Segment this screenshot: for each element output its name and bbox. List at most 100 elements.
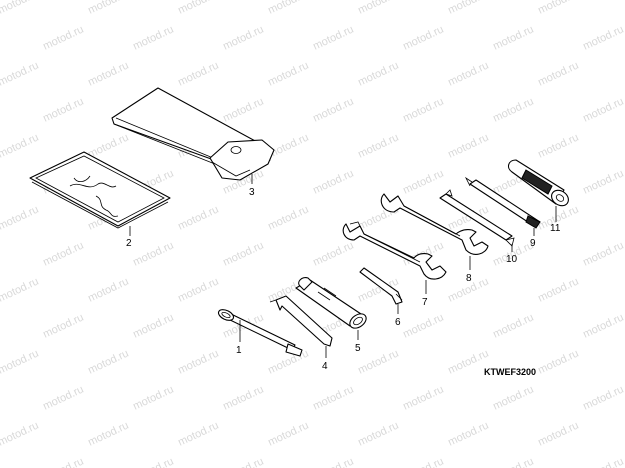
screwdriver-grip-part-11 xyxy=(507,159,569,207)
watermark-text: motod.ru xyxy=(491,95,535,124)
watermark-text: motod.ru xyxy=(0,275,41,304)
screwdriver-bit-part-9 xyxy=(464,176,541,229)
watermark-text: motod.ru xyxy=(536,275,580,304)
watermark-text: motod.ru xyxy=(491,383,535,412)
callout-8: 8 xyxy=(466,273,472,284)
watermark-text: motod.ru xyxy=(446,131,490,160)
watermark-text: motod.ru xyxy=(356,347,400,376)
callout-1: 1 xyxy=(236,345,242,356)
watermark-text: motod.ru xyxy=(491,311,535,340)
watermark-text: motod.ru xyxy=(131,383,175,412)
watermark-text: motod.ru xyxy=(86,347,130,376)
watermark-text: motod.ru xyxy=(536,419,580,448)
watermark-text: motod.ru xyxy=(86,419,130,448)
watermark-text: motod.ru xyxy=(221,23,265,52)
watermark-text: motod.ru xyxy=(311,383,355,412)
callout-7: 7 xyxy=(422,297,428,308)
watermark-text: motod.ru xyxy=(266,59,310,88)
watermark-text: motod.ru xyxy=(446,59,490,88)
watermark-text: motod.ru xyxy=(536,0,580,17)
spark-plug-wrench-part-5 xyxy=(295,277,367,329)
watermark-text: motod.ru xyxy=(176,419,220,448)
watermark-text: motod.ru xyxy=(401,455,445,468)
watermark-text: motod.ru xyxy=(221,239,265,268)
tool-bag-part-3 xyxy=(111,87,275,181)
callout-3: 3 xyxy=(249,187,255,198)
callout-5: 5 xyxy=(355,343,361,354)
watermark-text: motod.ru xyxy=(536,131,580,160)
watermark-text: motod.ru xyxy=(41,23,85,52)
diagram-code: KTWEF3200 xyxy=(484,367,536,377)
watermark-text: motod.ru xyxy=(0,347,41,376)
watermark-text: motod.ru xyxy=(266,131,310,160)
watermark-text: motod.ru xyxy=(401,383,445,412)
watermark-text: motod.ru xyxy=(581,311,625,340)
open-end-wrench-part-7 xyxy=(342,221,447,280)
watermark-text: motod.ru xyxy=(266,419,310,448)
watermark-text: motod.ru xyxy=(266,0,310,17)
watermark-text: motod.ru xyxy=(131,455,175,468)
watermark-text: motod.ru xyxy=(401,311,445,340)
watermark-text: motod.ru xyxy=(221,95,265,124)
watermark-text: motod.ru xyxy=(221,455,265,468)
watermark-text: motod.ru xyxy=(311,95,355,124)
open-end-wrench-part-8 xyxy=(380,193,489,255)
watermark-text: motod.ru xyxy=(131,239,175,268)
watermark-text: motod.ru xyxy=(176,347,220,376)
callout-2: 2 xyxy=(126,238,132,249)
watermark-text: motod.ru xyxy=(401,167,445,196)
handle-part-1 xyxy=(217,309,303,357)
callout-labels: 1 2 3 4 5 6 7 8 9 10 11 xyxy=(126,187,561,372)
watermark-text: motod.ru xyxy=(356,59,400,88)
watermark-text: motod.ru xyxy=(41,95,85,124)
watermark-text: motod.ru xyxy=(0,131,41,160)
watermark-text: motod.ru xyxy=(311,239,355,268)
watermark-text: motod.ru xyxy=(356,131,400,160)
watermark-text: motod.ru xyxy=(176,0,220,17)
watermark-text: motod.ru xyxy=(401,95,445,124)
watermark-text: motod.ru xyxy=(581,383,625,412)
watermark-text: motod.ru xyxy=(0,419,41,448)
watermark-text: motod.ru xyxy=(266,203,310,232)
watermark-text: motod.ru xyxy=(311,455,355,468)
extension-bar-part-4 xyxy=(269,295,333,347)
watermark-text: motod.ru xyxy=(41,239,85,268)
watermark-text: motod.ru xyxy=(221,383,265,412)
watermark-text: motod.ru xyxy=(41,311,85,340)
watermark-text: motod.ru xyxy=(491,23,535,52)
watermark-text: motod.ru xyxy=(131,23,175,52)
watermark-text: motod.ru xyxy=(356,0,400,17)
callout-6: 6 xyxy=(395,317,401,328)
watermark-text: motod.ru xyxy=(401,23,445,52)
watermark-text: motod.ru xyxy=(581,23,625,52)
watermark-text: motod.ru xyxy=(491,455,535,468)
callout-10: 10 xyxy=(506,254,518,265)
watermark-text: motod.ru xyxy=(581,239,625,268)
callout-11: 11 xyxy=(550,223,561,234)
watermark-text: motod.ru xyxy=(311,23,355,52)
screwdriver-blade-part-10 xyxy=(439,189,515,247)
watermark-text: motod.ru xyxy=(536,59,580,88)
watermark-text: motod.ru xyxy=(311,167,355,196)
leader-lines xyxy=(129,174,557,358)
watermark-text: motod.ru xyxy=(536,347,580,376)
watermark-text: motod.ru xyxy=(86,0,130,17)
watermark-text: motod.ru xyxy=(41,383,85,412)
watermark-text: motod.ru xyxy=(176,203,220,232)
callout-4: 4 xyxy=(322,361,328,372)
watermark-text: motod.ru xyxy=(356,419,400,448)
hex-key-part-6 xyxy=(359,267,403,305)
watermark-text: motod.ru xyxy=(446,0,490,17)
watermark-text: motod.ru xyxy=(176,59,220,88)
document-bag-part-2 xyxy=(29,151,171,229)
watermark-text: motod.ru xyxy=(86,275,130,304)
callout-9: 9 xyxy=(530,238,536,249)
watermark-text: motod.ru xyxy=(0,59,41,88)
watermark-text: motod.ru xyxy=(0,203,41,232)
watermark-text: motod.ru xyxy=(581,95,625,124)
watermark-text: motod.ru xyxy=(581,455,625,468)
watermark-text: motod.ru xyxy=(86,59,130,88)
watermark-text: motod.ru xyxy=(446,419,490,448)
